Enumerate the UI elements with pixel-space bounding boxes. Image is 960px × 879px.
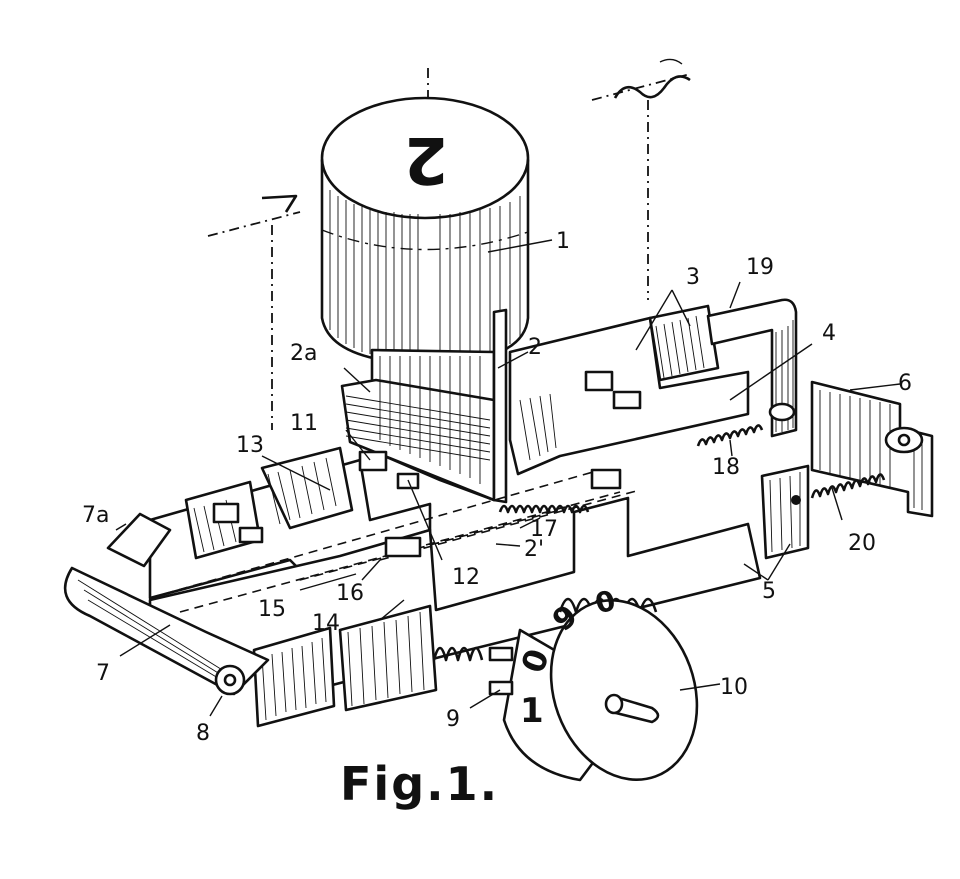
base-2	[340, 308, 508, 504]
label-7a: 7a	[82, 503, 109, 528]
label-10: 10	[720, 675, 748, 700]
cylinder-symbol: 2	[404, 122, 449, 196]
left-section-arrow	[207, 211, 301, 237]
right-arrow-tip	[659, 58, 683, 65]
right-section-arrow	[591, 73, 691, 101]
label-6: 6	[898, 371, 912, 396]
label-8: 8	[196, 721, 210, 746]
flap-7a	[106, 512, 172, 568]
label-7: 7	[96, 661, 110, 686]
label-12: 12	[452, 565, 480, 590]
label-9: 9	[446, 707, 460, 732]
label-20: 20	[848, 531, 876, 556]
label-15: 15	[258, 597, 286, 622]
bracket-19	[706, 298, 798, 438]
label-16: 16	[336, 581, 364, 606]
label-14: 14	[312, 611, 340, 636]
label-11: 11	[290, 411, 318, 436]
label-1: 1	[556, 229, 570, 254]
left-arrow-head	[261, 194, 298, 213]
label-5: 5	[762, 579, 776, 604]
figure-caption: Fig.1.	[340, 757, 499, 811]
wheel-digit-1: 1	[520, 691, 544, 731]
spring-18	[696, 424, 764, 447]
label-2prime: 2'	[524, 537, 544, 562]
label-19: 19	[746, 255, 774, 280]
side-plate-6	[810, 380, 934, 518]
label-18: 18	[712, 455, 740, 480]
roller-7	[63, 512, 270, 696]
label-4: 4	[822, 321, 836, 346]
label-3: 3	[686, 265, 700, 290]
label-17: 17	[530, 517, 558, 542]
label-2: 2	[528, 335, 542, 360]
label-13: 13	[236, 433, 264, 458]
label-2a: 2a	[290, 341, 317, 366]
spring-20	[810, 473, 886, 499]
right-arrow-curve	[613, 75, 691, 99]
lower-bar-14	[148, 464, 810, 728]
leader-lines	[115, 239, 901, 717]
spring-17	[498, 504, 590, 514]
